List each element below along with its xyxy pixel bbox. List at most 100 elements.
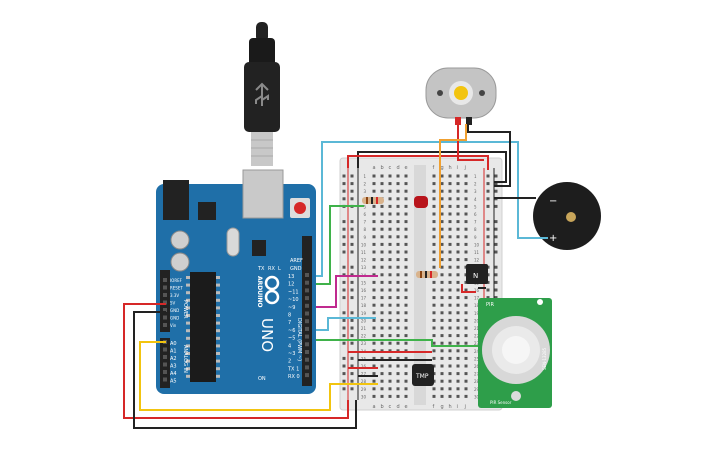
breadboard-hole[interactable]	[372, 326, 376, 330]
breadboard-hole[interactable]	[404, 280, 408, 284]
breadboard-hole[interactable]	[404, 235, 408, 239]
breadboard-hole[interactable]	[388, 204, 392, 208]
breadboard-hole[interactable]	[448, 197, 452, 201]
breadboard-hole[interactable]	[380, 235, 384, 239]
rail-hole[interactable]	[350, 387, 354, 391]
breadboard-hole[interactable]	[404, 349, 408, 353]
rail-hole[interactable]	[494, 273, 498, 277]
breadboard-hole[interactable]	[380, 387, 384, 391]
breadboard-hole[interactable]	[456, 356, 460, 360]
breadboard-hole[interactable]	[464, 227, 468, 231]
breadboard-hole[interactable]	[396, 387, 400, 391]
breadboard-hole[interactable]	[464, 220, 468, 224]
breadboard-hole[interactable]	[388, 242, 392, 246]
breadboard-hole[interactable]	[380, 212, 384, 216]
rail-hole[interactable]	[350, 341, 354, 345]
breadboard-hole[interactable]	[380, 258, 384, 262]
rail-hole[interactable]	[342, 341, 346, 345]
resistor[interactable]	[416, 271, 438, 278]
breadboard-hole[interactable]	[380, 364, 384, 368]
header-pin[interactable]	[305, 303, 309, 308]
rail-hole[interactable]	[350, 372, 354, 376]
breadboard-hole[interactable]	[432, 197, 436, 201]
rail-hole[interactable]	[342, 311, 346, 315]
rail-hole[interactable]	[494, 296, 498, 300]
led-red[interactable]	[414, 196, 428, 208]
breadboard-hole[interactable]	[464, 318, 468, 322]
breadboard-hole[interactable]	[440, 288, 444, 292]
breadboard-hole[interactable]	[380, 334, 384, 338]
breadboard-hole[interactable]	[372, 220, 376, 224]
breadboard-hole[interactable]	[396, 349, 400, 353]
breadboard-hole[interactable]	[456, 258, 460, 262]
breadboard-hole[interactable]	[464, 356, 468, 360]
pir-sensor[interactable]: PIR SEN-13285 PIR Sensor	[478, 298, 552, 408]
rail-hole[interactable]	[342, 182, 346, 186]
breadboard-hole[interactable]	[380, 349, 384, 353]
breadboard-hole[interactable]	[448, 204, 452, 208]
header-pin[interactable]	[163, 377, 167, 382]
header-pin[interactable]	[305, 350, 309, 354]
rail-hole[interactable]	[486, 242, 490, 246]
breadboard-hole[interactable]	[396, 334, 400, 338]
breadboard-hole[interactable]	[388, 379, 392, 383]
breadboard-hole[interactable]	[432, 288, 436, 292]
breadboard-hole[interactable]	[396, 326, 400, 330]
breadboard-hole[interactable]	[404, 394, 408, 398]
temperature-sensor[interactable]: TMP	[412, 364, 434, 386]
breadboard-hole[interactable]	[440, 379, 444, 383]
breadboard-hole[interactable]	[464, 364, 468, 368]
breadboard-hole[interactable]	[464, 212, 468, 216]
breadboard-hole[interactable]	[448, 341, 452, 345]
breadboard-hole[interactable]	[440, 273, 444, 277]
breadboard-hole[interactable]	[432, 303, 436, 307]
breadboard-hole[interactable]	[404, 372, 408, 376]
breadboard-hole[interactable]	[396, 303, 400, 307]
breadboard-hole[interactable]	[372, 235, 376, 239]
breadboard-hole[interactable]	[456, 265, 460, 269]
breadboard-hole[interactable]	[404, 220, 408, 224]
breadboard-hole[interactable]	[388, 197, 392, 201]
breadboard-hole[interactable]	[380, 227, 384, 231]
breadboard-hole[interactable]	[464, 280, 468, 284]
header-pin[interactable]	[305, 373, 309, 378]
breadboard-hole[interactable]	[380, 204, 384, 208]
breadboard-hole[interactable]	[396, 288, 400, 292]
rail-hole[interactable]	[350, 318, 354, 322]
breadboard-hole[interactable]	[388, 189, 392, 193]
breadboard-hole[interactable]	[396, 258, 400, 262]
breadboard-hole[interactable]	[404, 189, 408, 193]
header-pin[interactable]	[305, 334, 309, 339]
breadboard-hole[interactable]	[388, 394, 392, 398]
breadboard-hole[interactable]	[388, 212, 392, 216]
breadboard-hole[interactable]	[372, 356, 376, 360]
breadboard-hole[interactable]	[440, 235, 444, 239]
rail-hole[interactable]	[342, 197, 346, 201]
breadboard-hole[interactable]	[440, 182, 444, 186]
breadboard-hole[interactable]	[388, 227, 392, 231]
breadboard-hole[interactable]	[396, 280, 400, 284]
breadboard-hole[interactable]	[396, 318, 400, 322]
breadboard-hole[interactable]	[464, 303, 468, 307]
breadboard-hole[interactable]	[456, 280, 460, 284]
breadboard-hole[interactable]	[464, 311, 468, 315]
header-pin[interactable]	[163, 300, 167, 305]
breadboard-hole[interactable]	[432, 394, 436, 398]
breadboard-hole[interactable]	[404, 311, 408, 315]
rail-hole[interactable]	[486, 250, 490, 254]
rail-hole[interactable]	[494, 250, 498, 254]
breadboard-hole[interactable]	[388, 349, 392, 353]
header-pin[interactable]	[163, 370, 167, 374]
breadboard-hole[interactable]	[448, 394, 452, 398]
piezo-buzzer[interactable]: − +	[533, 182, 601, 250]
breadboard-hole[interactable]	[448, 326, 452, 330]
breadboard-hole[interactable]	[440, 349, 444, 353]
header-pin[interactable]	[305, 311, 309, 316]
breadboard-hole[interactable]	[380, 220, 384, 224]
breadboard-hole[interactable]	[440, 364, 444, 368]
breadboard-hole[interactable]	[388, 265, 392, 269]
breadboard-hole[interactable]	[456, 235, 460, 239]
breadboard-hole[interactable]	[448, 250, 452, 254]
breadboard-hole[interactable]	[448, 273, 452, 277]
breadboard-hole[interactable]	[388, 296, 392, 300]
